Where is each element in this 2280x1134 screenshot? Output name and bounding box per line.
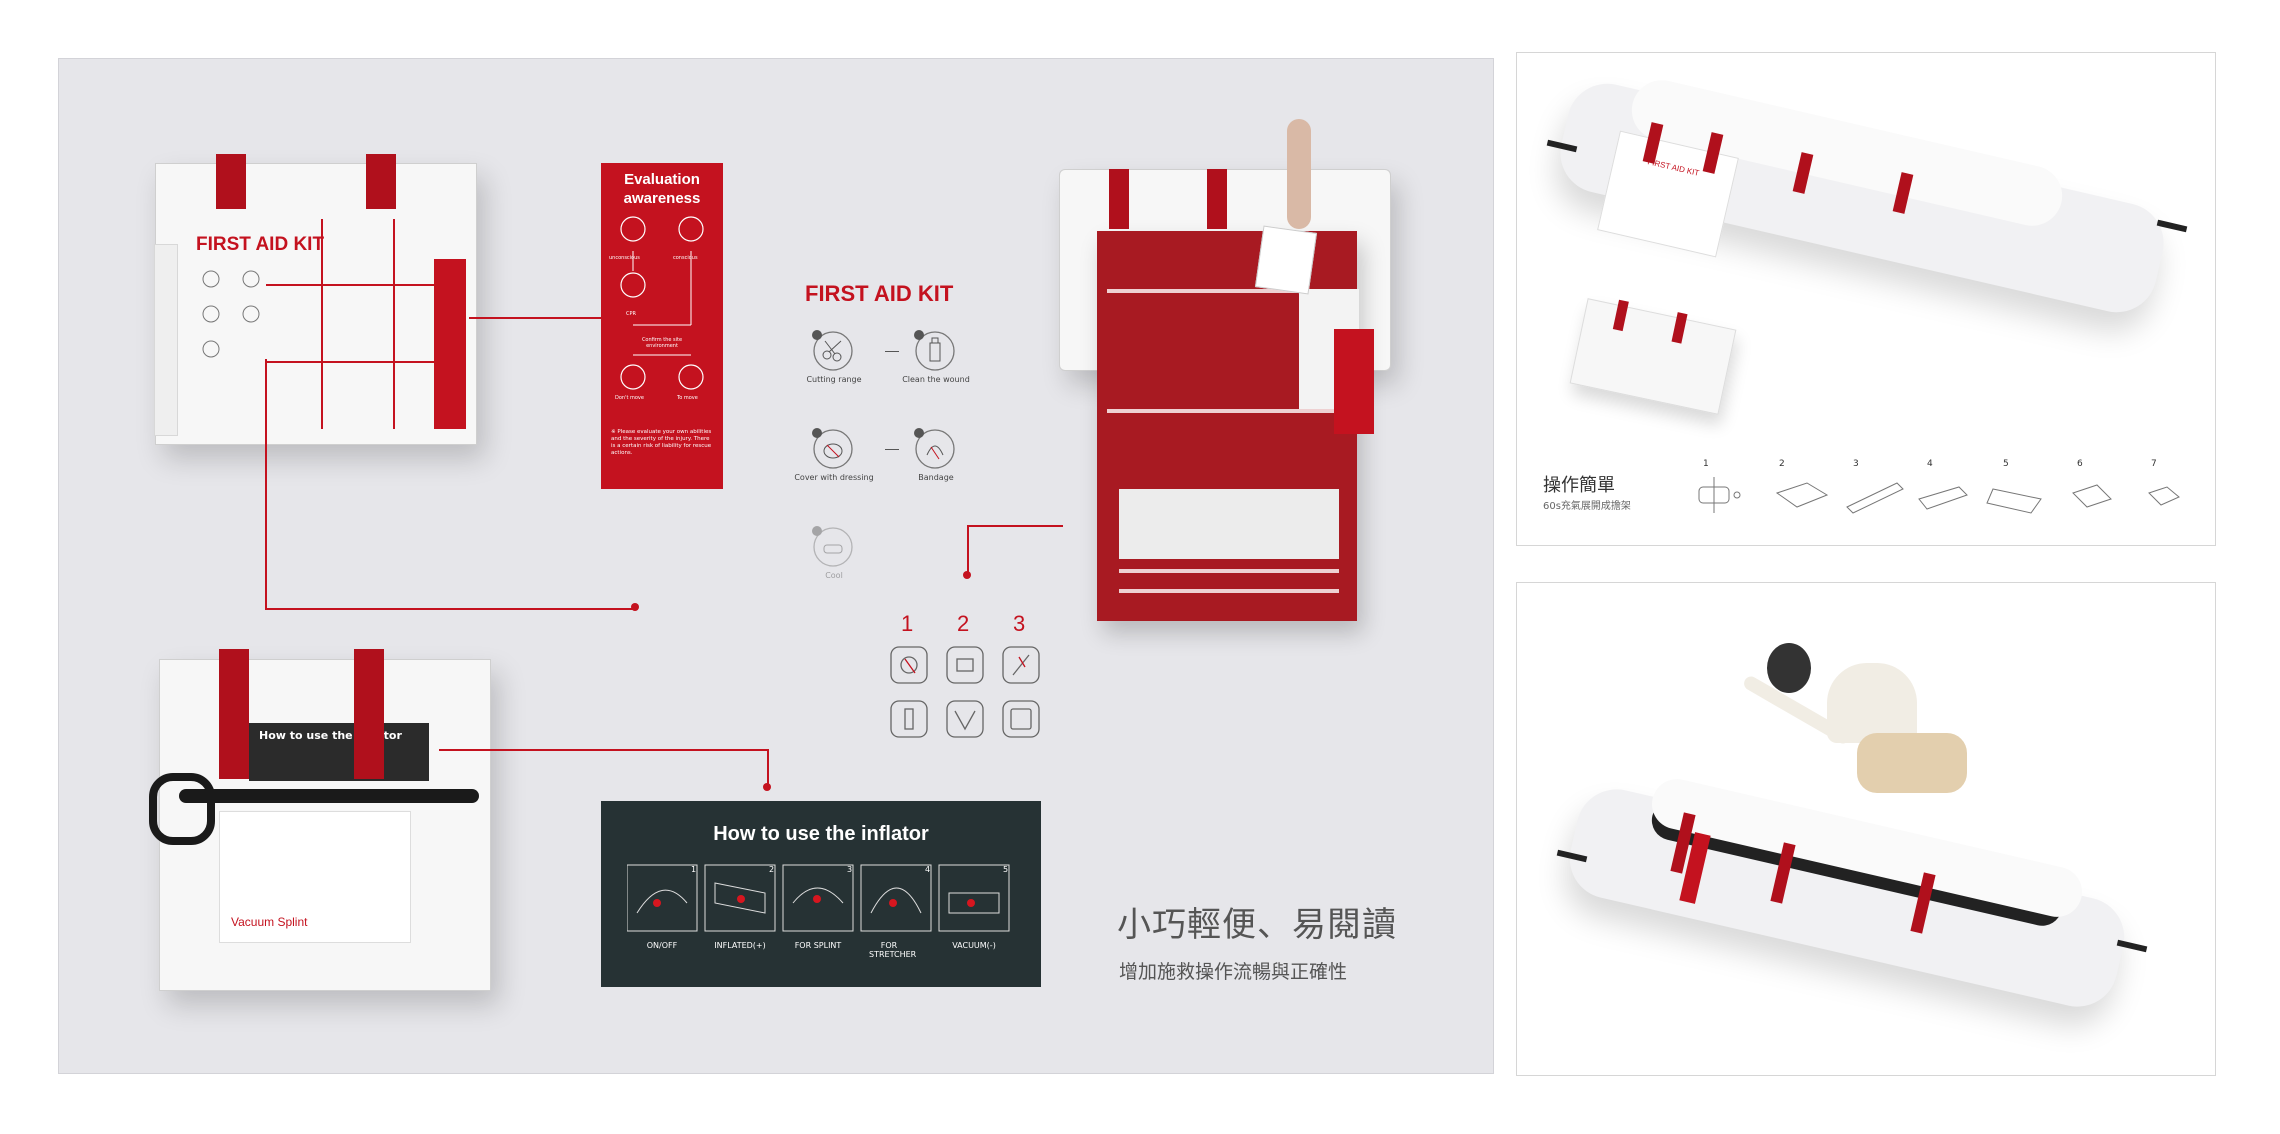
step-number: 5 [2003,459,2009,469]
step-number: 7 [2151,459,2157,469]
pocket-content-icons [890,646,1040,738]
operation-title: 操作簡單 [1543,475,1615,496]
usage-scene-panel [1516,582,2216,1076]
cool-icon [812,526,853,567]
inflator-step-label: FOR SPLINT [794,941,842,950]
open-kit-photo [1059,119,1409,629]
guide-step-5: Cool [805,525,925,585]
inflator-step-label: FOR STRETCHER [869,941,917,959]
inflator-title: How to use the inflator [713,823,929,845]
eval-title-line1: Evaluation [624,171,700,188]
inflator-step-label: INFLATED(+) [714,941,766,950]
folded-stretcher-kit [1569,298,1737,415]
eval-title-line2: awareness [623,190,701,207]
guide-step-3: Cover with dressing [794,427,925,497]
guide-step-label: Clean the wound [902,375,970,384]
inflator-step-num: 4 [925,865,931,874]
step-number: 4 [1927,459,1933,469]
guide-step-2: Clean the wound [902,329,1027,389]
eval-label-environment: Confirm the site environment [641,337,683,349]
eval-flow-icon [620,216,704,390]
inflator-steps-illustration [627,864,1010,932]
eval-label-to-move: To move [677,395,698,401]
guide-step-label: Cover with dressing [794,473,874,482]
pocket-number-1: 1 [901,611,914,636]
instruction-diagram-icon [202,270,260,358]
evaluation-awareness-card: Evaluation awareness unconscious conscio… [601,163,723,489]
inflator-step-num: 1 [691,865,697,874]
inflator-step-num: 3 [847,865,853,874]
eval-label-cpr: CPR [626,311,636,317]
operation-steps-illustration [1698,477,2180,514]
guide-step-label: Bandage [918,473,954,482]
step-number: 1 [1703,459,1709,469]
inflator-step-label: VACUUM(-) [952,941,996,950]
guide-step-label: Cutting range [806,375,862,384]
vacuum-splint-label: Vacuum Splint [231,915,308,929]
inflator-step-label: ON/OFF [646,941,678,950]
guide-title: FIRST AID KIT [805,281,954,306]
operation-subtitle: 60s充氣展開成擔架 [1543,501,1631,512]
inflated-stretcher-photo: FIRST AID KIT [1546,74,2197,321]
scissors-icon [812,330,853,371]
eval-label-unconscious: unconscious [609,255,640,261]
inflator-step-num: 5 [1003,865,1009,874]
step-number: 2 [1779,459,1785,469]
inflator-instruction-card: How to use the inflator 1 2 3 4 5 ON/OFF… [601,801,1041,987]
bottle-icon [914,330,955,371]
kit-label: FIRST AID KIT [196,234,325,255]
stretcher-in-use-photo [1556,643,2177,1043]
pocket-number-3: 3 [1013,611,1026,636]
pocket-number-2: 2 [957,611,970,636]
eval-label-dont-move: Don't move [615,395,644,401]
eval-label-conscious: conscious [673,255,698,261]
guide-step-4: Bandage [907,427,1027,487]
dressing-icon [812,428,853,469]
step-number: 3 [1853,459,1859,469]
main-showcase-panel: FIRST AID KIT Evaluation awareness uncon… [58,58,1494,1074]
inflator-kit-photo: How to use the inflator Vacuum Splint [119,649,569,1019]
caption-subtitle: 增加施救操作流暢與正確性 [1119,961,1348,983]
guide-step-label: Cool [825,571,843,580]
folded-kit-photo: FIRST AID KIT [154,154,477,445]
stretcher-product-panel: FIRST AID KIT 操作簡單 60s充氣展開成擔架 1 2 3 4 5 … [1516,52,2216,546]
caption-title: 小巧輕便、易閱讀 [1117,905,1397,945]
inflator-step-num: 2 [769,865,775,874]
step-number: 6 [2077,459,2083,469]
guide-step-1: Cutting range [805,329,925,389]
bandage-icon [914,428,955,469]
eval-note: ※ Please evaluate your own abilities and… [611,429,712,457]
